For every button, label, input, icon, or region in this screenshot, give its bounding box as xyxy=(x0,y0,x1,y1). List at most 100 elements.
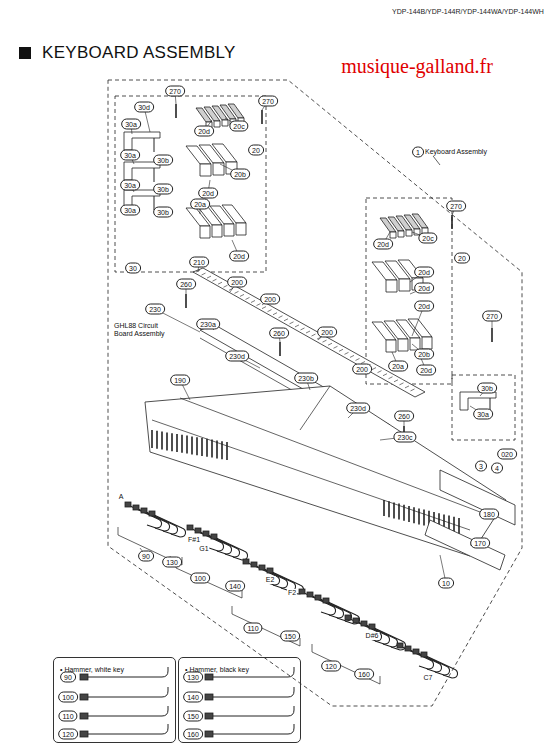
rail-tooth xyxy=(279,316,283,318)
rail-tooth xyxy=(218,282,222,284)
hammer-weight xyxy=(149,511,155,516)
part-label: Keyboard Assembly xyxy=(424,148,488,156)
hammer xyxy=(318,598,352,621)
group-bracket xyxy=(312,652,380,684)
callout-number: 210 xyxy=(189,257,209,268)
title-square xyxy=(19,47,31,59)
callout-number: 20d xyxy=(416,365,436,376)
callout-number: 230 xyxy=(145,304,165,315)
rail-tooth xyxy=(290,322,294,324)
callout-number: 20d xyxy=(198,188,218,199)
screw xyxy=(279,342,281,356)
rail-tooth xyxy=(411,389,415,391)
hammer-weight xyxy=(125,502,131,507)
callout-number: 270 xyxy=(258,96,278,107)
contact-comb xyxy=(458,518,460,534)
contact-comb xyxy=(201,438,203,456)
contact-comb xyxy=(151,430,153,448)
hammer-weight xyxy=(211,534,217,539)
hammer-weight xyxy=(203,531,209,536)
callout-number: 30a xyxy=(120,205,140,216)
hammer-sample xyxy=(80,687,168,697)
callout-number: 230c xyxy=(393,432,416,443)
model-number: YDP-144B/YDP-144R/YDP-144WA/YDP-144WH xyxy=(392,8,544,16)
callout-number: 190 xyxy=(170,375,190,386)
callout-number: 160 xyxy=(183,729,203,740)
callout-number: 100 xyxy=(58,692,78,703)
callout-number: 180 xyxy=(479,509,499,520)
contact-comb xyxy=(393,502,395,518)
hammer-weight xyxy=(315,595,321,600)
hammer-sample xyxy=(205,724,294,734)
contact-comb xyxy=(171,433,173,451)
hammer-weight xyxy=(205,731,213,737)
weight-leg xyxy=(154,138,155,152)
hammer-weight xyxy=(421,652,427,657)
rail-tooth xyxy=(273,313,277,315)
callout-number: 30b xyxy=(153,155,173,166)
callout-number: 20b xyxy=(230,169,250,180)
callout-number: 90 xyxy=(138,551,154,562)
callout-number: 200 xyxy=(260,294,280,305)
callout-number: 20d xyxy=(194,126,214,137)
part-label: C7 xyxy=(423,674,434,682)
key-front xyxy=(214,121,220,127)
group-bracket xyxy=(312,644,313,652)
contact-comb xyxy=(161,432,163,450)
contact-comb xyxy=(453,517,455,533)
hammer-weight xyxy=(405,646,411,651)
key-front xyxy=(422,337,432,349)
callout-number: 270 xyxy=(446,201,466,212)
group-bracket xyxy=(380,676,381,684)
screw xyxy=(185,294,187,308)
part-label: F2 xyxy=(287,589,297,597)
group-bracket xyxy=(232,614,300,646)
key-front xyxy=(200,164,211,176)
hammer-sample xyxy=(80,724,168,734)
side-rail xyxy=(425,520,505,570)
contact-comb xyxy=(226,442,228,460)
key-front xyxy=(212,225,222,237)
callout-number: 260 xyxy=(394,411,414,422)
hammer xyxy=(262,568,296,591)
screw xyxy=(451,215,453,229)
callout-number: 20c xyxy=(229,121,248,132)
callout-number: 200 xyxy=(352,364,372,375)
screw xyxy=(175,104,177,118)
rail-tooth xyxy=(389,377,393,379)
callout-number: 30b xyxy=(153,184,173,195)
rail-tooth xyxy=(323,340,327,342)
hammer-weight xyxy=(251,562,257,567)
key-group-outline xyxy=(115,96,266,272)
callout-number: 20d xyxy=(373,239,393,250)
callout-number: 30b xyxy=(153,207,173,218)
contact-comb xyxy=(398,504,400,520)
callout-number: 10 xyxy=(438,578,454,589)
hammer-weight xyxy=(413,649,419,654)
rail-tooth xyxy=(213,279,217,281)
key-front xyxy=(236,223,246,235)
hammer-weight xyxy=(323,598,329,603)
key-top xyxy=(372,262,397,280)
callout-number: 1 xyxy=(412,147,424,158)
contact-comb xyxy=(211,440,213,458)
screw xyxy=(491,328,493,342)
callout-number: 230d xyxy=(225,351,249,362)
contact-comb xyxy=(413,507,415,523)
callout-number: 20c xyxy=(418,233,437,244)
part-label: D#6 xyxy=(365,632,380,640)
contact-comb xyxy=(216,440,218,458)
callout-number: 120 xyxy=(58,729,78,740)
key-front xyxy=(399,279,410,291)
callout-number: 200 xyxy=(317,327,337,338)
side-rail xyxy=(440,470,515,525)
hammer-weight xyxy=(195,528,201,533)
callout-number: 20 xyxy=(248,145,264,156)
group-bracket xyxy=(232,606,233,614)
frame-rib xyxy=(180,398,480,512)
hammer-weight xyxy=(80,674,88,680)
key-weight xyxy=(460,392,496,410)
callout-number: 260 xyxy=(269,328,289,339)
callout-number: 4 xyxy=(491,463,503,474)
